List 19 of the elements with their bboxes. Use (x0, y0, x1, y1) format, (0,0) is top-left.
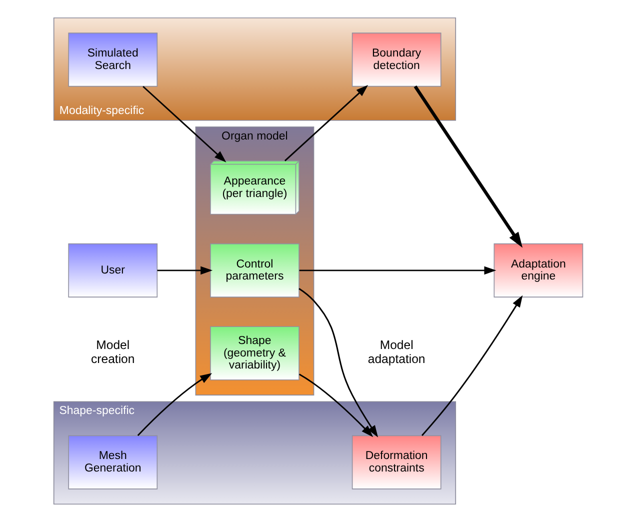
node-box: User (68, 243, 158, 298)
arrow (421, 295, 523, 436)
node-box: Adaptation engine (494, 243, 584, 298)
label: Model adaptation (368, 338, 426, 366)
arrow (414, 85, 523, 248)
arrow (298, 374, 374, 438)
node-box: Deformation constraints (352, 435, 442, 490)
arrow (157, 266, 213, 275)
node-box: Shape (geometry & variability) (210, 326, 300, 380)
label: Model creation (91, 338, 135, 366)
node-box: Boundary detection (352, 32, 442, 87)
node-box: Mesh Generation (68, 435, 158, 490)
arrow (142, 86, 226, 162)
node-box: Control parameters (210, 243, 300, 298)
arrow (298, 288, 378, 438)
arrow (299, 266, 496, 275)
arrow (284, 84, 368, 162)
arrow (137, 373, 212, 436)
node-box: Simulated Search (68, 32, 158, 87)
